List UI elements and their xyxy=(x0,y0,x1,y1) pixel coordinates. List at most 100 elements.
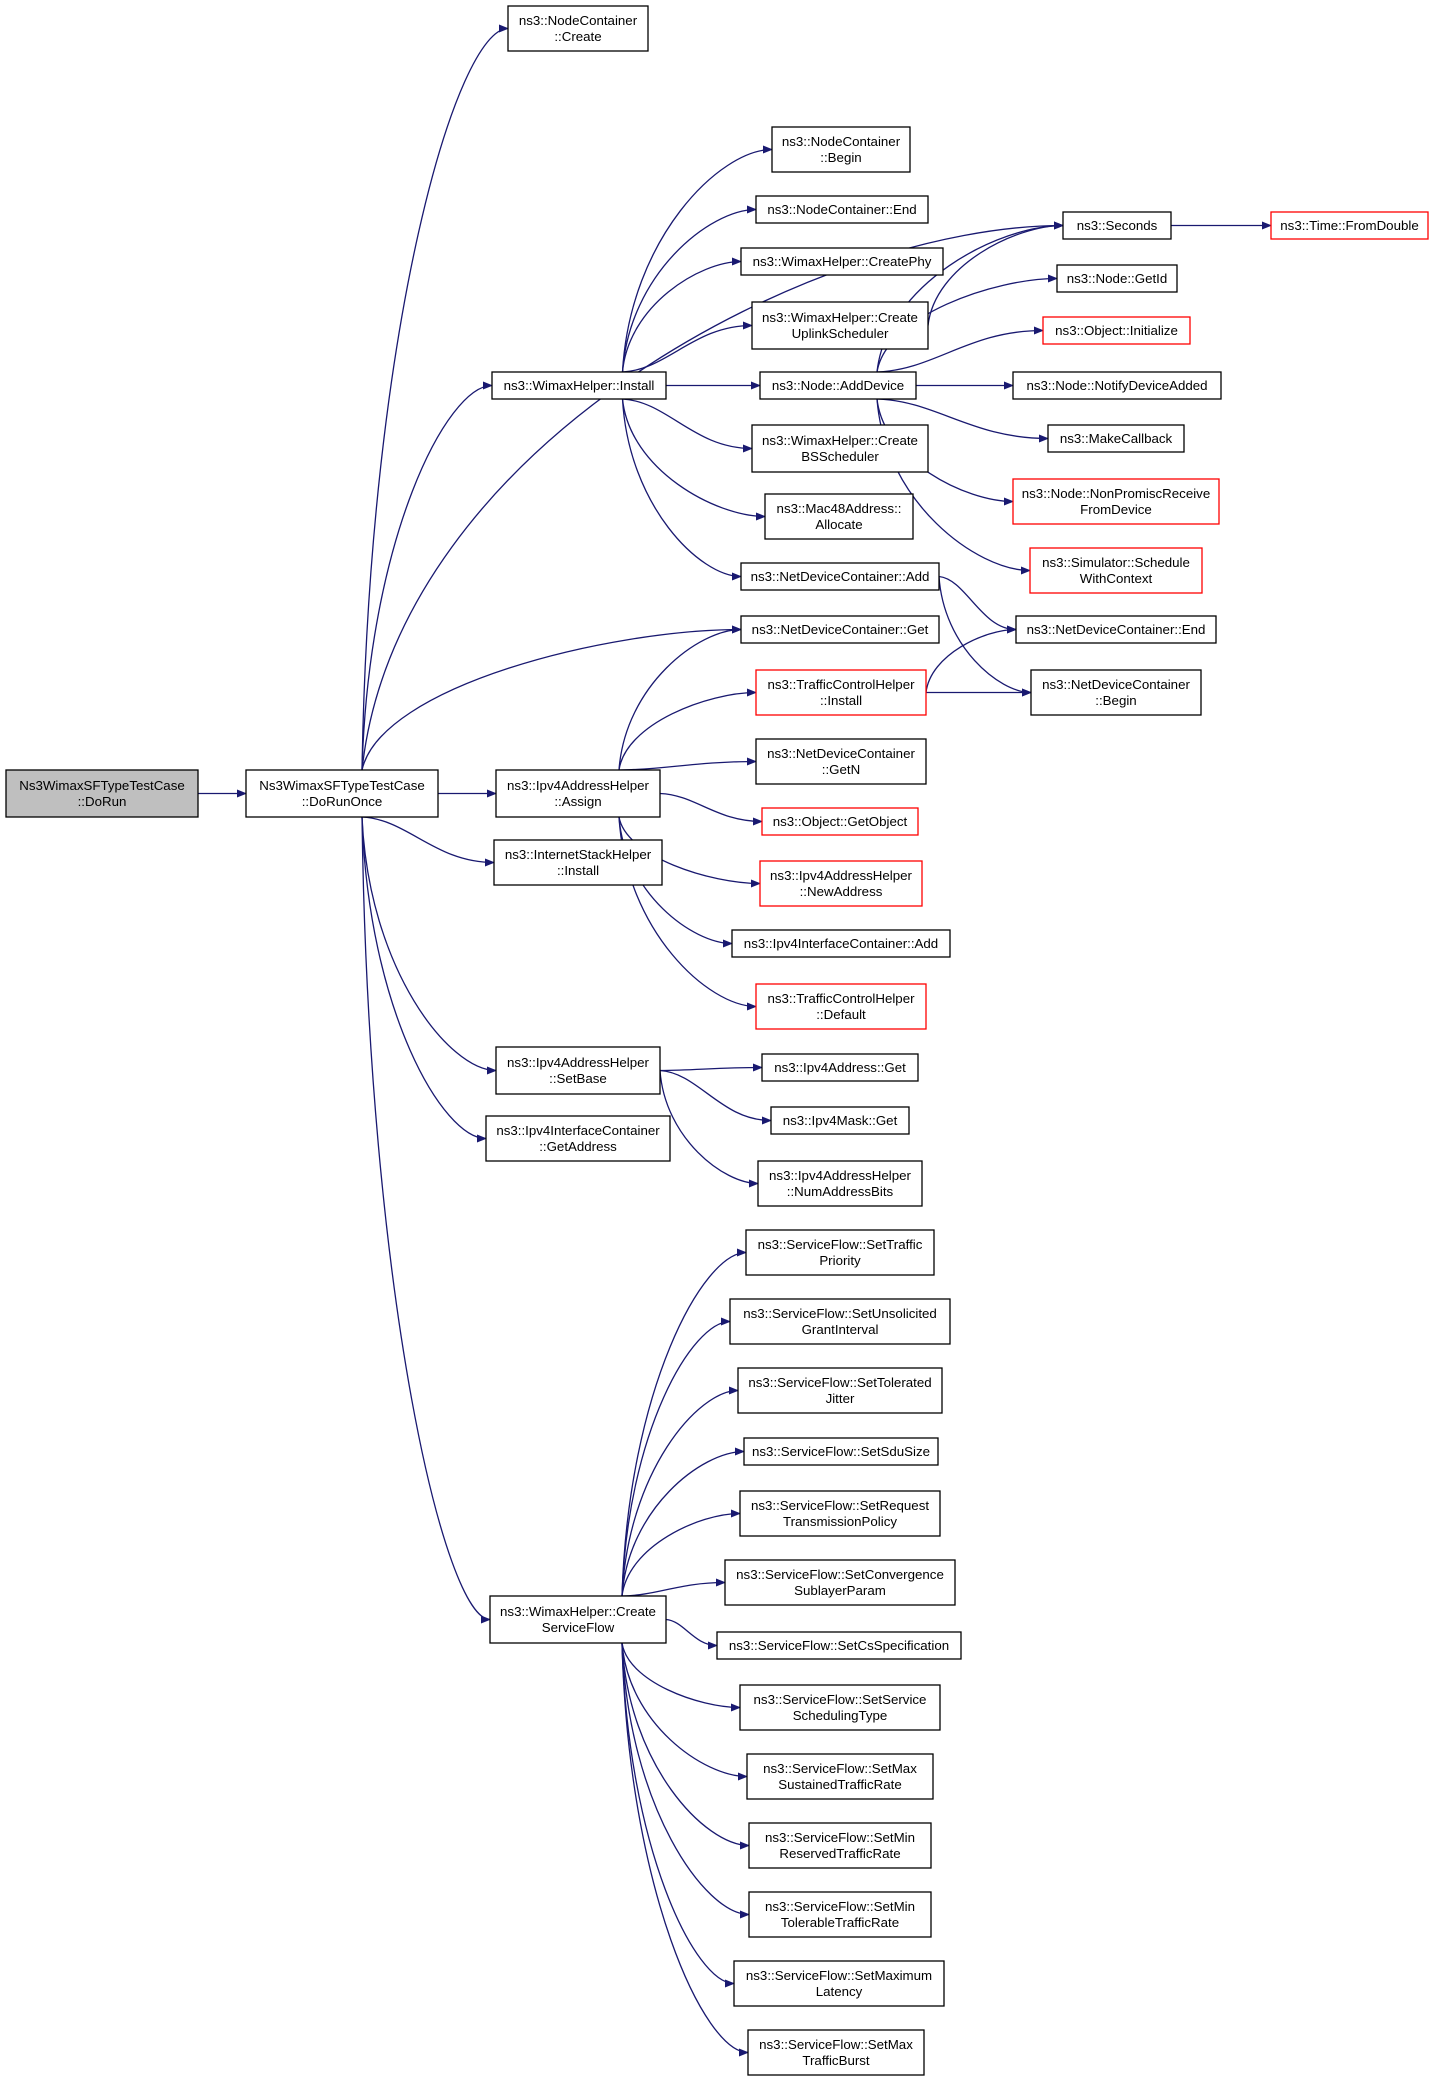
node-ndcGet[interactable]: ns3::NetDeviceContainer::Get xyxy=(740,615,940,644)
node-label: ns3::Ipv4Mask::Get xyxy=(783,1113,898,1128)
node-label: BSScheduler xyxy=(801,449,879,464)
node-whInstall[interactable]: ns3::WimaxHelper::Install xyxy=(491,371,667,400)
node-sf8[interactable]: ns3::ServiceFlow::SetServiceSchedulingTy… xyxy=(739,1684,941,1731)
node-ipv4AddrGet[interactable]: ns3::Ipv4Address::Get xyxy=(761,1053,919,1082)
node-root[interactable]: Ns3WimaxSFTypeTestCase::DoRun xyxy=(5,769,199,818)
node-label: GrantInterval xyxy=(802,1322,879,1337)
node-box xyxy=(493,839,663,886)
node-sf10[interactable]: ns3::ServiceFlow::SetMinReservedTrafficR… xyxy=(748,1822,932,1869)
node-sf4[interactable]: ns3::ServiceFlow::SetSduSize xyxy=(743,1437,939,1466)
node-whCreatePhy[interactable]: ns3::WimaxHelper::CreatePhy xyxy=(740,247,944,276)
node-ndcBegin[interactable]: ns3::NetDeviceContainer::Begin xyxy=(1030,669,1202,716)
node-ncEnd[interactable]: ns3::NodeContainer::End xyxy=(755,195,929,224)
node-label: FromDevice xyxy=(1080,502,1152,517)
node-mac48[interactable]: ns3::Mac48Address::Allocate xyxy=(764,493,914,540)
node-label: ns3::WimaxHelper::Create xyxy=(500,1604,656,1619)
edge-whInstall-to-whBS xyxy=(622,398,753,453)
node-label: ns3::Object::GetObject xyxy=(773,814,908,829)
node-sf11[interactable]: ns3::ServiceFlow::SetMinTolerableTraffic… xyxy=(748,1891,932,1938)
edge-ndcAdd-to-ndcEnd xyxy=(938,575,1017,634)
node-sf9[interactable]: ns3::ServiceFlow::SetMaxSustainedTraffic… xyxy=(746,1753,934,1800)
node-numAddrBits[interactable]: ns3::Ipv4AddressHelper::NumAddressBits xyxy=(757,1160,923,1207)
node-box xyxy=(761,807,919,836)
node-label: ns3::MakeCallback xyxy=(1060,431,1173,446)
node-label: ns3::ServiceFlow::SetService xyxy=(754,1692,927,1707)
node-newAddr[interactable]: ns3::Ipv4AddressHelper::NewAddress xyxy=(759,860,923,907)
node-ipSetBase[interactable]: ns3::Ipv4AddressHelper::SetBase xyxy=(495,1046,661,1095)
node-box xyxy=(740,562,940,591)
node-ndcGetN[interactable]: ns3::NetDeviceContainer::GetN xyxy=(755,738,927,785)
node-label: ns3::Node::NonPromiscReceive xyxy=(1022,486,1210,501)
edge-nodeAddDevice-to-nodeGetId xyxy=(876,274,1058,373)
node-label: ns3::Mac48Address:: xyxy=(777,501,902,516)
node-label: ::NumAddressBits xyxy=(787,1184,894,1199)
node-label: WithContext xyxy=(1080,571,1153,586)
node-seconds[interactable]: ns3::Seconds xyxy=(1062,211,1172,240)
node-ncBegin[interactable]: ns3::NodeContainer::Begin xyxy=(771,126,911,173)
edge-createSF-to-sf1 xyxy=(621,1248,747,1597)
node-label: SustainedTrafficRate xyxy=(778,1777,901,1792)
node-label: ns3::Node::AddDevice xyxy=(772,378,904,393)
node-ipv4MaskGet[interactable]: ns3::Ipv4Mask::Get xyxy=(770,1106,910,1135)
node-ipAssign[interactable]: ns3::Ipv4AddressHelper::Assign xyxy=(495,769,661,818)
edge-ipAssign-to-ndcGet xyxy=(618,625,742,771)
node-tchInstall[interactable]: ns3::TrafficControlHelper::Install xyxy=(755,669,927,716)
node-box xyxy=(716,1631,962,1660)
node-label: ns3::ServiceFlow::SetRequest xyxy=(751,1498,929,1513)
node-box xyxy=(770,1106,910,1135)
node-objInit[interactable]: ns3::Object::Initialize xyxy=(1042,316,1191,345)
node-label: TolerableTrafficRate xyxy=(781,1915,899,1930)
node-label: ::Begin xyxy=(1095,693,1136,708)
node-ndcAdd[interactable]: ns3::NetDeviceContainer::Add xyxy=(740,562,940,591)
node-box xyxy=(748,1822,932,1869)
node-label: ns3::InternetStackHelper xyxy=(505,847,652,862)
node-layer: Ns3WimaxSFTypeTestCase::DoRun Ns3WimaxSFT… xyxy=(5,5,1429,2076)
node-label: ::GetN xyxy=(822,762,860,777)
node-label: ns3::ServiceFlow::SetTraffic xyxy=(758,1237,923,1252)
node-getObject[interactable]: ns3::Object::GetObject xyxy=(761,807,919,836)
node-label: ns3::NetDeviceContainer::Get xyxy=(752,622,929,637)
node-sf7[interactable]: ns3::ServiceFlow::SetCsSpecification xyxy=(716,1631,962,1660)
node-nodeAddDevice[interactable]: ns3::Node::AddDevice xyxy=(759,371,917,400)
node-ishInstall[interactable]: ns3::InternetStackHelper::Install xyxy=(493,839,663,886)
node-box xyxy=(761,1053,919,1082)
node-box xyxy=(724,1559,956,1606)
node-label: ns3::NodeContainer xyxy=(519,13,638,28)
node-label: ns3::ServiceFlow::SetMaximum xyxy=(746,1968,932,1983)
node-sf2[interactable]: ns3::ServiceFlow::SetUnsolicitedGrantInt… xyxy=(729,1298,951,1345)
node-label: ns3::WimaxHelper::Create xyxy=(762,310,918,325)
edge-createSF-to-sf3 xyxy=(621,1386,739,1597)
node-label: ns3::Ipv4AddressHelper xyxy=(769,1168,911,1183)
node-box xyxy=(747,2029,925,2076)
node-fromDouble[interactable]: ns3::Time::FromDouble xyxy=(1270,211,1429,240)
edge-createSF-to-sf13 xyxy=(621,1642,749,2057)
node-doRunOnce[interactable]: Ns3WimaxSFTypeTestCase::DoRunOnce xyxy=(245,769,439,818)
node-box xyxy=(1012,478,1220,525)
node-label: ::DoRun xyxy=(78,794,127,809)
node-iicGetAddr[interactable]: ns3::Ipv4InterfaceContainer::GetAddress xyxy=(485,1115,671,1162)
node-box xyxy=(755,195,929,224)
node-tchDefault[interactable]: ns3::TrafficControlHelper::Default xyxy=(755,983,927,1030)
node-sf5[interactable]: ns3::ServiceFlow::SetRequestTransmission… xyxy=(739,1490,941,1537)
node-iicAdd[interactable]: ns3::Ipv4InterfaceContainer::Add xyxy=(731,929,951,958)
edge-tchInstall-to-ndcEnd xyxy=(925,625,1017,693)
node-makeCb[interactable]: ns3::MakeCallback xyxy=(1047,424,1185,453)
node-ncCreate[interactable]: ns3::NodeContainer::Create xyxy=(507,5,649,52)
node-label: Priority xyxy=(819,1253,861,1268)
edge-whInstall-to-mac48 xyxy=(621,398,766,521)
node-box xyxy=(755,983,927,1030)
node-sf6[interactable]: ns3::ServiceFlow::SetConvergenceSublayer… xyxy=(724,1559,956,1606)
node-ndcEnd[interactable]: ns3::NetDeviceContainer::End xyxy=(1015,615,1217,644)
node-nodeGetId[interactable]: ns3::Node::GetId xyxy=(1056,264,1178,293)
node-label: ::GetAddress xyxy=(539,1139,617,1154)
node-notify[interactable]: ns3::Node::NotifyDeviceAdded xyxy=(1012,371,1222,400)
